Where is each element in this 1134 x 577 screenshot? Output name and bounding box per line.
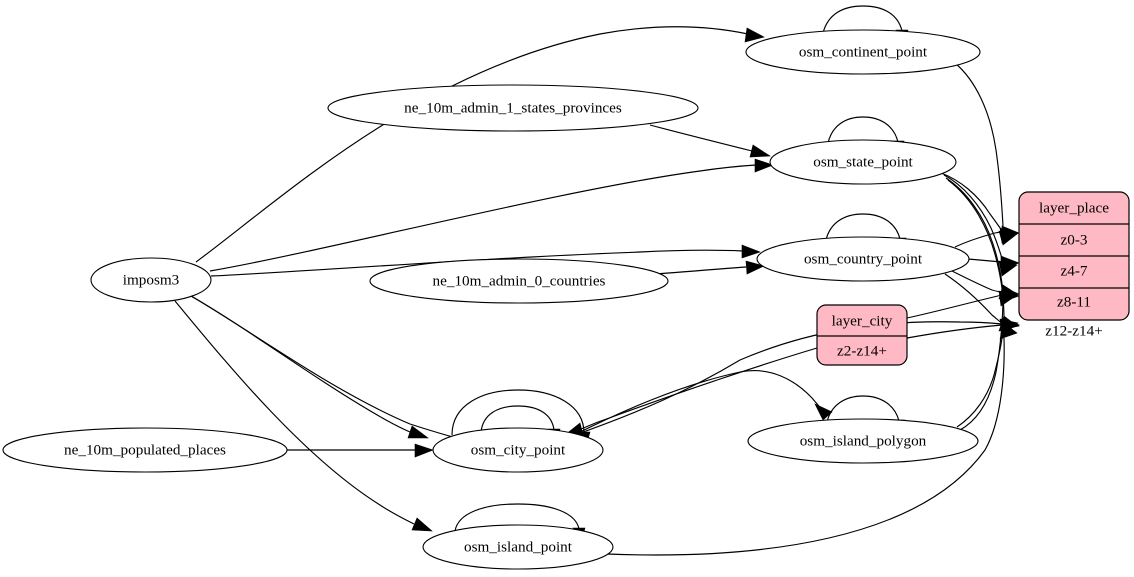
edge-ne-countries-to-osm-country-point <box>654 260 765 275</box>
node-osm-country-point[interactable]: osm_country_point <box>756 236 970 282</box>
edge-imposm3-to-osm-country-point <box>210 244 761 277</box>
record-row-layer-place-z12-z14[interactable]: z12-z14+ <box>1045 322 1102 339</box>
edge-layer-city-to-osm-city-point <box>564 347 818 436</box>
record-node-layer-city[interactable]: layer_city z2-z14+ <box>816 304 908 366</box>
node-osm-island-point[interactable]: osm_island_point <box>422 524 614 570</box>
edge-osm-country-point-to-layer-place-z4-7 <box>967 255 1020 270</box>
node-ne-10m-admin-0-countries[interactable]: ne_10m_admin_0_countries <box>369 258 669 304</box>
edge-ne-populated-to-osm-city-point <box>287 443 434 458</box>
edge-imposm3-to-osm-continent-point <box>195 26 765 263</box>
edge-osm-city-point-to-layer-place-z12-z14 <box>571 317 1020 437</box>
node-layer: imposm3 ne_10m_admin_1_states_provinces … <box>2 29 981 570</box>
edge-imposm3-to-osm-state-point <box>209 158 774 272</box>
edge-osm-country-point-to-layer-place-z0-3 <box>954 225 1020 248</box>
edge-osm-continent-point-to-layer-place-z0-3 <box>954 62 1018 244</box>
edge-ne-states-to-osm-state-point <box>649 124 771 158</box>
node-ne-10m-populated-places[interactable]: ne_10m_populated_places <box>2 427 288 473</box>
node-osm-state-point[interactable]: osm_state_point <box>769 139 957 185</box>
edge-layer-city-to-layer-place-z8-11 <box>906 288 1020 319</box>
edge-osm-island-polygon-to-layer-place-z8-11 <box>959 284 1018 431</box>
edge-osm-city-point-to-osm-island-polygon <box>571 370 833 437</box>
node-ne-10m-admin-1-states-provinces[interactable]: ne_10m_admin_1_states_provinces <box>327 84 699 132</box>
node-osm-city-point[interactable]: osm_city_point <box>432 427 604 473</box>
node-imposm3[interactable]: imposm3 <box>90 257 212 303</box>
record-node-layer-place[interactable]: layer_place z0-3 z4-7 z8-11 z12-z14+ <box>1018 191 1130 339</box>
node-osm-island-polygon[interactable]: osm_island_polygon <box>747 418 979 464</box>
edge-imposm3-to-osm-island-point <box>174 300 433 532</box>
node-osm-continent-point[interactable]: osm_continent_point <box>745 29 981 75</box>
